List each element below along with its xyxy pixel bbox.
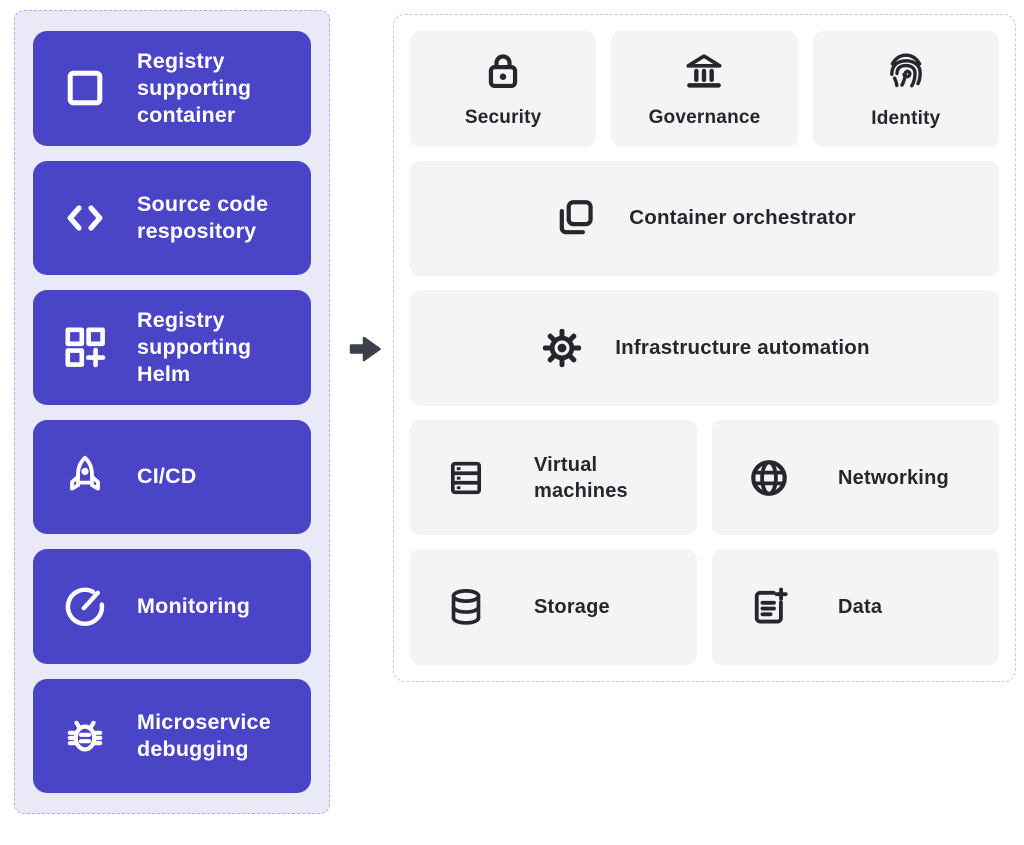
card-label: Governance: [648, 107, 761, 129]
service-button-label: Registry supporting Helm: [137, 307, 252, 386]
card-label: Infrastructure automation: [615, 335, 870, 359]
service-button-label: Registry supporting container: [137, 48, 252, 127]
square-outline-icon: [59, 64, 111, 112]
globe-icon: [746, 455, 792, 501]
service-button-registry-helm[interactable]: Registry supporting Helm: [33, 290, 311, 405]
server-rack-icon: [444, 456, 488, 500]
card-label: Container orchestrator: [629, 206, 856, 230]
code-brackets-icon: [59, 194, 111, 242]
lock-icon: [480, 48, 526, 94]
service-button-label: Monitoring: [137, 593, 251, 618]
capability-row-5: Storage Data: [410, 549, 999, 665]
source-tools-panel: Registry supporting container Source cod…: [14, 10, 330, 814]
service-button-label: Microservice debugging: [137, 709, 271, 761]
flow-arrow: [346, 330, 384, 368]
bank-icon: [679, 48, 729, 94]
card-security[interactable]: Security: [410, 31, 597, 147]
arrow-right-icon: [349, 336, 381, 362]
card-container-orchestrator[interactable]: Container orchestrator: [410, 160, 999, 277]
card-label: Security: [464, 107, 542, 129]
service-button-label: CI/CD: [137, 464, 197, 489]
service-button-cicd[interactable]: CI/CD: [33, 419, 311, 534]
database-icon: [444, 585, 488, 629]
gear-icon: [539, 325, 585, 371]
fingerprint-icon: [882, 47, 930, 95]
service-button-monitoring[interactable]: Monitoring: [33, 549, 311, 664]
capability-row-2: Container orchestrator: [410, 160, 999, 277]
card-storage[interactable]: Storage: [410, 549, 697, 665]
card-label: Networking: [838, 466, 949, 489]
service-button-registry-container[interactable]: Registry supporting container: [33, 31, 311, 146]
card-networking[interactable]: Networking: [712, 419, 999, 536]
card-label: Virtual machines: [534, 453, 628, 502]
gauge-icon: [59, 582, 111, 630]
service-button-label: Source code respository: [137, 191, 269, 243]
rocket-icon: [59, 453, 111, 501]
card-identity[interactable]: Identity: [812, 31, 999, 147]
bug-icon: [59, 712, 111, 760]
grid-plus-icon: [59, 323, 111, 371]
stacked-squares-icon: [553, 195, 599, 241]
platform-capabilities-panel: Security Governance: [393, 14, 1016, 682]
capability-row-4: Virtual machines Networking: [410, 419, 999, 536]
card-governance[interactable]: Governance: [611, 31, 798, 147]
service-button-debugging[interactable]: Microservice debugging: [33, 678, 311, 793]
card-virtual-machines[interactable]: Virtual machines: [410, 419, 697, 536]
card-label: Data: [838, 596, 883, 619]
capability-row-1: Security Governance: [410, 31, 999, 147]
service-button-source-code[interactable]: Source code respository: [33, 160, 311, 275]
card-data[interactable]: Data: [712, 549, 999, 665]
card-label: Storage: [534, 596, 610, 619]
capability-row-3: Infrastructure automation: [410, 290, 999, 406]
card-infrastructure-automation[interactable]: Infrastructure automation: [410, 290, 999, 406]
document-plus-icon: [746, 584, 792, 630]
card-label: Identity: [871, 108, 941, 130]
